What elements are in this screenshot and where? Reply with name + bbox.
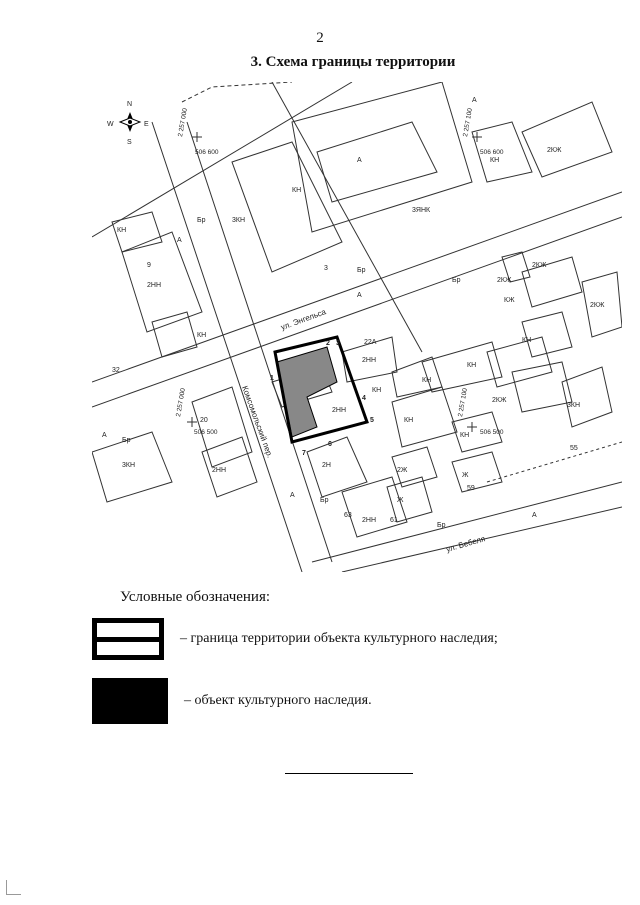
compass-rose-icon: N S E W bbox=[107, 101, 149, 146]
legend-row-border: – граница территории объекта культурного… bbox=[92, 618, 498, 660]
marker-br: Бр bbox=[197, 217, 206, 224]
legend-label: – граница территории объекта культурного… bbox=[180, 631, 498, 646]
building-label: КН bbox=[490, 157, 499, 164]
building-label: КН bbox=[117, 227, 126, 234]
marker-a: А bbox=[290, 492, 295, 499]
corner-mark bbox=[6, 880, 21, 895]
building-label: 2НН bbox=[212, 467, 226, 474]
coord-label: 506 600 bbox=[480, 149, 504, 156]
legend-row-object: – объект культурного наследия. bbox=[92, 678, 372, 724]
building-label: КН bbox=[197, 332, 206, 339]
building-label: 3ЯНК bbox=[412, 207, 431, 214]
number-label: 9 bbox=[147, 262, 151, 269]
street-label: ул. Энгельса bbox=[280, 307, 328, 332]
boundary-point: 1 bbox=[270, 375, 274, 382]
legend-title: Условные обозначения: bbox=[120, 589, 271, 605]
marker-a: А bbox=[532, 512, 537, 519]
building-label: 2КЖ bbox=[547, 147, 562, 154]
territory-map: N S E W 2 257 000 506 600 2 257 100 506 … bbox=[92, 82, 622, 572]
coord-label: 2 257 100 bbox=[457, 387, 469, 417]
territory-border-shape bbox=[273, 335, 369, 444]
building-label: 2НН bbox=[332, 407, 346, 414]
building-label: 3КН bbox=[567, 402, 580, 409]
marker-br: Бр bbox=[357, 267, 366, 274]
boundary-point: 2 bbox=[326, 340, 330, 347]
boundary-point: 4 bbox=[362, 395, 366, 402]
boundary-point: 7 bbox=[302, 450, 306, 457]
building-label: Ж bbox=[462, 472, 469, 479]
marker-br: Бр bbox=[320, 497, 329, 504]
building-label: 2НН bbox=[362, 517, 376, 524]
building-label: 2КЖ bbox=[590, 302, 605, 309]
building-label: Ж bbox=[397, 497, 404, 504]
building-label: 2КЖ bbox=[532, 262, 547, 269]
engels-street-line-2 bbox=[92, 216, 622, 408]
marker-a: А bbox=[357, 157, 362, 164]
building-label: 2Ж bbox=[397, 467, 408, 474]
boundary-point: 6 bbox=[328, 441, 332, 448]
compass-s: S bbox=[127, 139, 132, 146]
number-label: 61 bbox=[390, 517, 398, 524]
building-label: 2КЖ bbox=[497, 277, 512, 284]
compass-n: N bbox=[127, 101, 132, 108]
number-label: 55 bbox=[570, 445, 578, 452]
boundary-point: 5 bbox=[370, 417, 374, 424]
border-swatch-icon bbox=[92, 618, 164, 660]
marker-br: Бр bbox=[122, 437, 131, 444]
number-label: 63 bbox=[344, 512, 352, 519]
compass-w: W bbox=[107, 121, 114, 128]
map-canvas: N S E W 2 257 000 506 600 2 257 100 506 … bbox=[92, 82, 622, 572]
building-label: КН bbox=[422, 377, 431, 384]
page-title: 3. Схема границы территории bbox=[250, 54, 456, 70]
coord-label: 2 257 000 bbox=[175, 387, 187, 417]
building-label: КН bbox=[467, 362, 476, 369]
building-label: КЖ bbox=[504, 297, 515, 304]
coord-label: 506 600 bbox=[195, 149, 219, 156]
building-label: 2КЖ bbox=[492, 397, 507, 404]
building-label: 2НН bbox=[147, 282, 161, 289]
coord-label: 506 500 bbox=[480, 429, 504, 436]
number-label: 59 bbox=[467, 485, 475, 492]
marker-a: А bbox=[357, 292, 362, 299]
marker-br: Бр bbox=[452, 277, 461, 284]
number-label: 20 bbox=[200, 417, 208, 424]
object-swatch-icon bbox=[92, 678, 168, 724]
coord-label: 2 257 100 bbox=[462, 107, 474, 137]
coord-label: 2 257 000 bbox=[177, 107, 189, 137]
coord-label: 506 500 bbox=[194, 429, 218, 436]
building-label: 2Н bbox=[322, 462, 331, 469]
page-number: 2 bbox=[316, 30, 324, 46]
marker-a: А bbox=[102, 432, 107, 439]
marker-a: А bbox=[177, 237, 182, 244]
building-label: 2НН bbox=[362, 357, 376, 364]
compass-e: E bbox=[144, 121, 149, 128]
legend-label: – объект культурного наследия. bbox=[184, 693, 372, 708]
building-label: КН bbox=[372, 387, 381, 394]
building-label: КН bbox=[522, 337, 531, 344]
building-label: 3КН bbox=[122, 462, 135, 469]
building-label: 3КН bbox=[232, 217, 245, 224]
number-label: 32 bbox=[112, 367, 120, 374]
building-label: КН bbox=[460, 432, 469, 439]
building-label: КН bbox=[292, 187, 301, 194]
street-label: ул. Бебеля bbox=[445, 534, 486, 554]
number-label: 22А bbox=[364, 339, 377, 346]
number-label: 3 bbox=[324, 265, 328, 272]
engels-street-line-1 bbox=[92, 191, 622, 383]
marker-a: А bbox=[472, 97, 477, 104]
boundary-point: 3 bbox=[336, 340, 340, 347]
marker-br: Бр bbox=[437, 522, 446, 529]
building-label: КН bbox=[404, 417, 413, 424]
signature-line bbox=[285, 773, 413, 774]
